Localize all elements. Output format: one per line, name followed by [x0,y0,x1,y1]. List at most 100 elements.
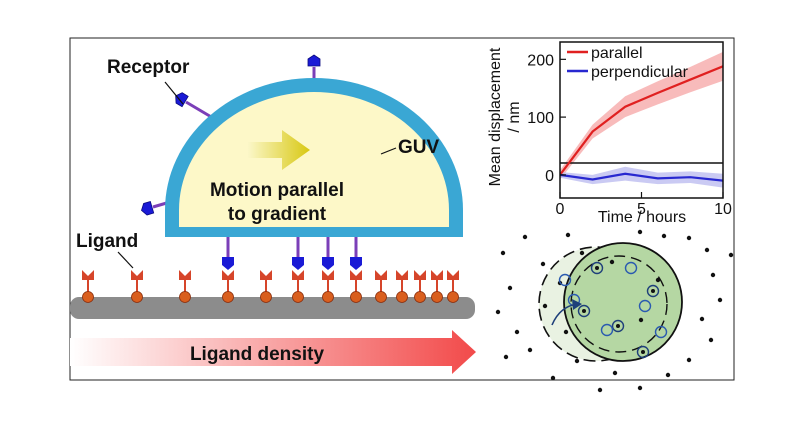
density-arrow [70,330,476,374]
ligand-anchor-3 [222,291,234,303]
ligand-dot-9 [574,358,580,364]
bound-dot-1 [651,289,655,293]
receptor-outer-4-head [141,201,155,216]
y-tick-label-100: 100 [527,110,554,127]
substrate-surface [70,297,475,319]
bound-receptor-head-1 [292,257,304,270]
ligand-head-8 [375,270,387,280]
motion-arrow [248,130,310,170]
bound-dot-4 [641,350,645,354]
cell-schematic [495,229,734,393]
ligand-anchor-11 [431,291,443,303]
ligand-dot-12 [637,385,643,391]
ligand-dot-18 [710,272,716,278]
ligand-dot-6 [527,347,533,353]
guv-label: GUV [398,137,440,158]
ligand-dot-3 [507,285,513,291]
ligand-head-11 [431,270,443,280]
ligand-head-0 [82,270,94,280]
ligand-dot-4 [495,309,501,315]
ligand-dot-31 [655,277,661,283]
ligand-dot-1 [522,234,528,240]
ligand-dot-11 [612,370,618,376]
current-cell [563,242,683,362]
y-tick-label-200: 200 [527,52,554,69]
ligand-label: Ligand [76,231,138,252]
ligand-head-12 [447,270,459,280]
line-parallel [560,65,723,176]
legend-label-perpendicular: perpendicular [591,64,689,81]
ligand-pointer [117,251,134,269]
ligand-dot-22 [661,233,667,239]
ligand-head-6 [322,270,334,280]
bound-dot-0 [595,266,599,270]
bound-receptor-head-0 [222,257,234,270]
motion-label-line2: to gradient [228,204,327,225]
ligand-head-7 [350,270,362,280]
motion-curve-arrowhead [572,299,582,310]
ligand-anchor-1 [131,291,143,303]
receptor-outer-3-stem [185,100,214,120]
ligand-dot-20 [704,247,710,253]
receptor-label: Receptor [107,57,190,78]
ligand-anchor-2 [179,291,191,303]
bound-dot-2 [582,309,586,313]
ligand-anchor-12 [447,291,459,303]
ligand-dot-7 [503,354,509,360]
guv-pointer [380,147,397,155]
ligand-head-9 [396,270,408,280]
bound-ring-2 [577,304,591,318]
ligand-anchor-4 [260,291,272,303]
ligand-head-5 [292,270,304,280]
open-ring-1 [558,273,572,287]
receptor-outer-3-head [175,92,189,108]
ligand-head-4 [260,270,272,280]
ligand-dot-29 [609,259,615,265]
guv-interior [179,92,449,227]
y-axis-label-line2: / nm [506,101,523,132]
ligand-head-1 [131,270,143,280]
bound-receptor-head-2 [322,257,334,270]
ligand-dot-23 [637,229,643,235]
receptor-outer-0-head [307,54,321,67]
series-lines [560,65,723,182]
x-axis-label: Time / hours [598,209,686,226]
x-tick-label-0: 0 [556,201,565,218]
ligand-dot-21 [686,235,692,241]
bound-ring-1 [646,284,660,298]
unbound-receptors [558,261,668,339]
ligand-dot-13 [665,372,671,378]
open-ring-3 [600,323,614,337]
ligand-dot-19 [728,252,734,258]
bound-ring-4 [636,345,650,359]
ligand-dot-0 [500,250,506,256]
ligand-dot-16 [699,316,705,322]
ligand-dot-24 [565,232,571,238]
open-ring-4 [654,325,668,339]
ligand-anchor-6 [322,291,334,303]
ligand-head-2 [179,270,191,280]
ligand-dot-10 [597,387,603,393]
ligand-group [82,270,459,303]
ligand-anchor-8 [375,291,387,303]
ligand-dot-14 [686,357,692,363]
ligand-dot-27 [542,303,548,309]
ligand-dot-30 [638,317,644,323]
ligand-anchor-9 [396,291,408,303]
open-ring-5 [638,299,652,313]
motion-label-line1: Motion parallel [210,180,344,201]
ligand-anchor-0 [82,291,94,303]
vesicle-diagram: Motion parallel to gradient Receptor GUV… [70,54,476,374]
ligand-head-10 [414,270,426,280]
ligand-dot-2 [540,261,546,267]
ligand-head-3 [222,270,234,280]
line-perpendicular [560,172,723,182]
x-tick-label-5: 5 [637,201,646,218]
y-tick-label-0: 0 [545,168,554,185]
cell-inner-dashed [570,255,668,353]
ligand-dot-15 [708,337,714,343]
